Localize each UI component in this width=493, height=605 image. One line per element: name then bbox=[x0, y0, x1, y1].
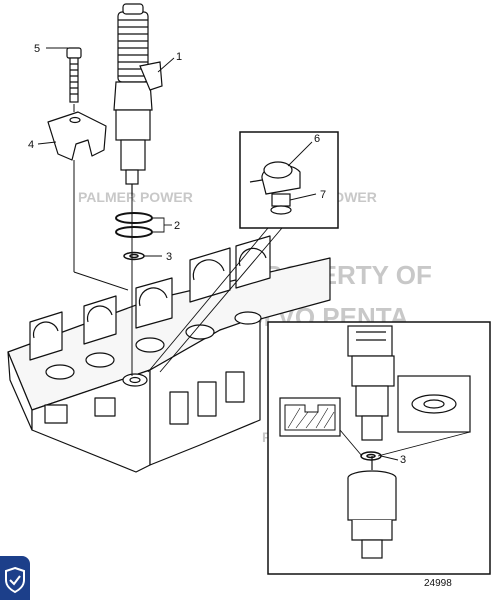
callout-3-detail: 3 bbox=[400, 454, 406, 466]
watermark-palmer-1: PALMER POWER bbox=[78, 189, 193, 205]
injector-detail bbox=[347, 325, 395, 441]
shield-check-badge[interactable] bbox=[0, 556, 30, 600]
washer-detail-box bbox=[397, 375, 471, 433]
callout-1: 1 bbox=[176, 51, 182, 63]
injector-sleeve bbox=[347, 456, 397, 559]
cylinder-head bbox=[7, 235, 331, 473]
assembly-lines bbox=[73, 104, 133, 376]
cable-bracket bbox=[249, 161, 301, 215]
callout-4: 4 bbox=[28, 139, 34, 151]
bolt bbox=[66, 47, 82, 103]
section-hatch bbox=[287, 407, 335, 429]
callout-5: 5 bbox=[34, 43, 40, 55]
part-number: 24998 bbox=[424, 578, 452, 589]
copper-washer bbox=[123, 251, 145, 261]
clamp bbox=[47, 111, 107, 161]
injector bbox=[113, 3, 163, 196]
washer-detail bbox=[411, 394, 457, 414]
callout-2: 2 bbox=[174, 220, 180, 232]
callout-6: 6 bbox=[314, 133, 320, 145]
leader-lines bbox=[37, 47, 471, 461]
sealing-rings bbox=[115, 212, 153, 238]
section-view bbox=[284, 404, 336, 431]
callout-7: 7 bbox=[320, 189, 326, 201]
shield-check-icon bbox=[5, 566, 25, 594]
callout-3: 3 bbox=[166, 251, 172, 263]
